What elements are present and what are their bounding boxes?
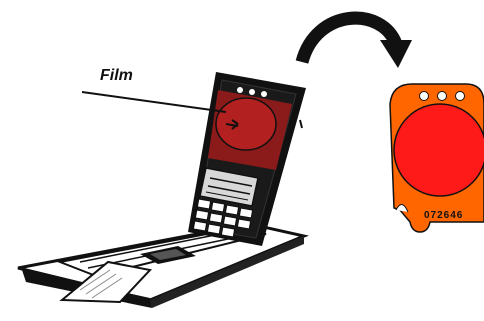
hole-icon <box>249 89 255 95</box>
hole-icon <box>237 87 243 93</box>
film-card <box>59 260 152 304</box>
pointer-tick <box>299 119 303 129</box>
base-slot <box>140 246 196 264</box>
film-label: Film <box>100 67 133 84</box>
film-disc <box>393 103 484 197</box>
curved-arrow-icon <box>295 11 412 68</box>
film-leader-line <box>81 91 227 113</box>
hole-icon <box>437 91 447 101</box>
hole-icon <box>455 91 465 101</box>
film-window <box>208 87 292 170</box>
keypad <box>192 198 254 238</box>
film-badge: 072646 <box>389 83 484 233</box>
hole-icon <box>261 91 267 97</box>
hole-icon <box>419 91 429 101</box>
badge-number: 072646 <box>424 210 463 221</box>
display-screen <box>199 167 259 207</box>
